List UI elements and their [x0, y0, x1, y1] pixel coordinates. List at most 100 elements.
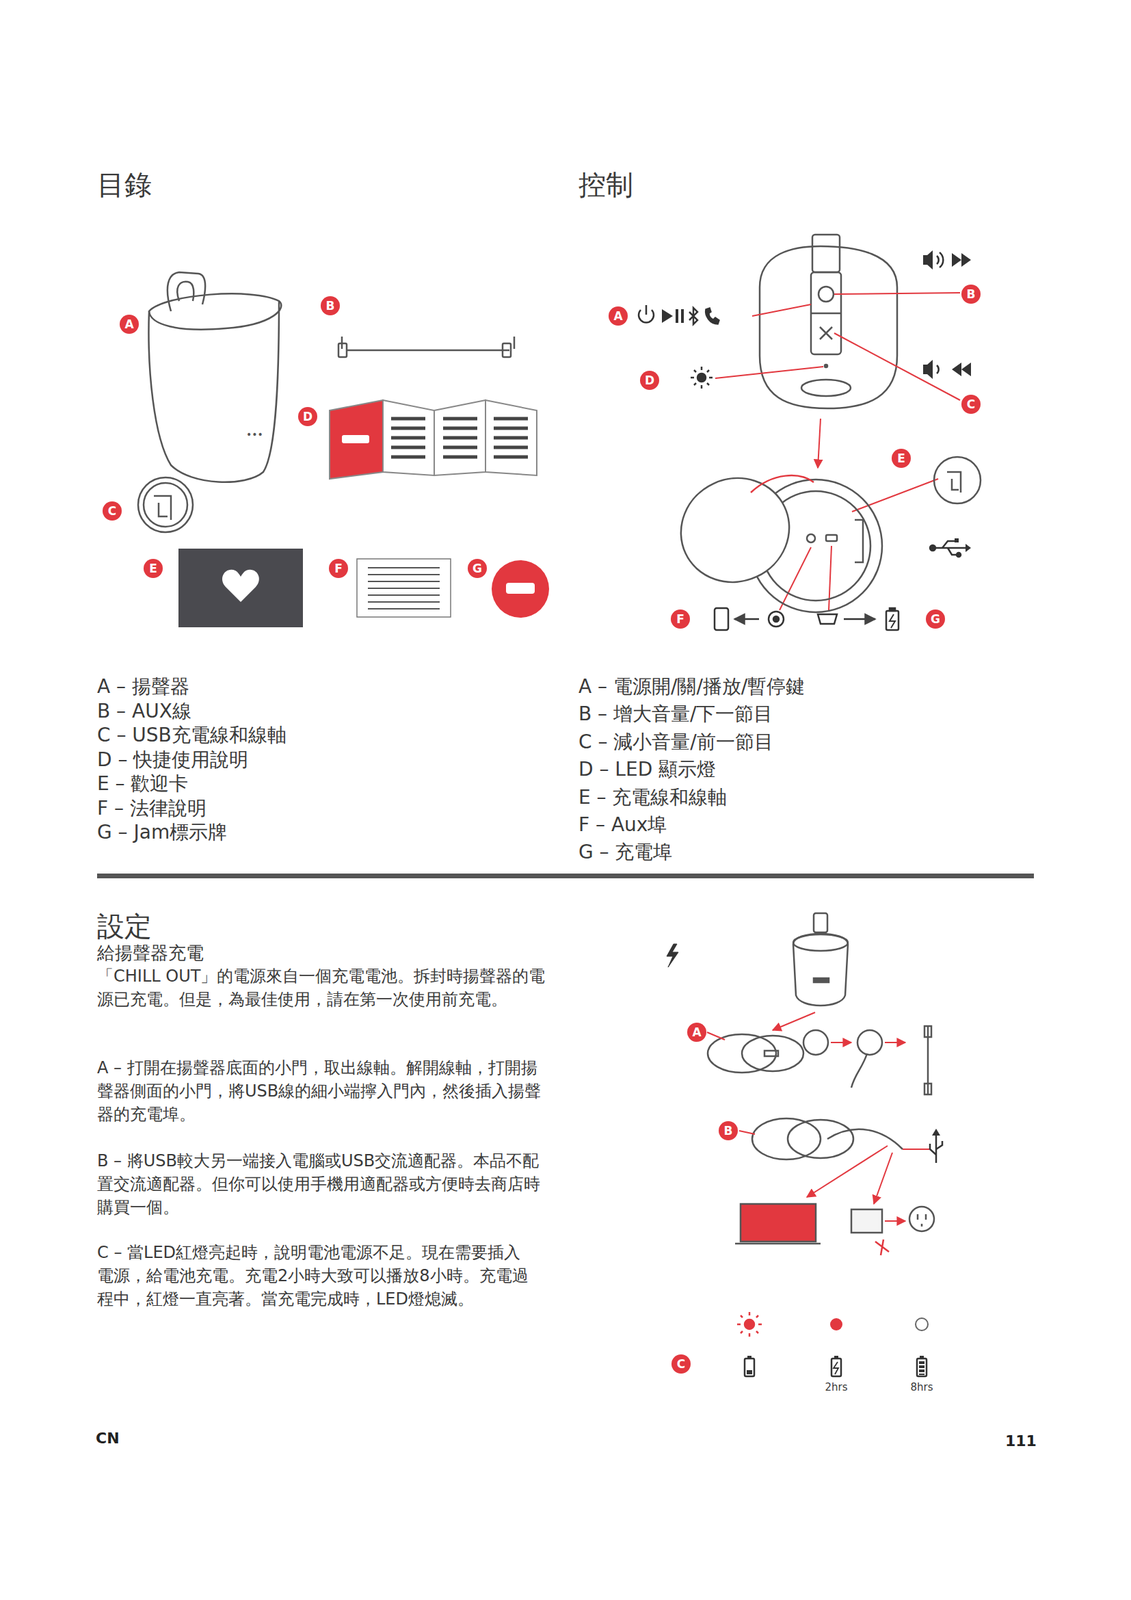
quick-guide [391, 455, 426, 459]
volume-down-icons [923, 359, 933, 379]
battery-icons [747, 1355, 752, 1359]
port-icons [843, 618, 876, 621]
callout-circle: C [671, 1353, 691, 1374]
page-number: 111 [1005, 1431, 1037, 1450]
quick-guide [341, 434, 370, 444]
body-text: A – 打開在揚聲器底面的小門，取出線軸。解開線軸，打開揚聲器側面的小門，將US… [97, 1055, 552, 1126]
charging-illustration [752, 1118, 821, 1160]
leader-lines [817, 418, 821, 468]
leader-lines [828, 545, 832, 610]
quick-guide [485, 400, 537, 476]
control-item: C – 減小音量/前一節目 [578, 730, 774, 754]
quick-guide [329, 400, 537, 479]
charging-illustration [666, 943, 679, 967]
led-icon [697, 373, 706, 382]
charging-illustration [740, 1203, 816, 1242]
section-heading: 目錄 [97, 168, 152, 202]
callout-circle: G [925, 609, 946, 629]
cord-reel [947, 471, 961, 493]
usb-symbol [929, 538, 971, 557]
contents-item: D – 快捷使用說明 [97, 748, 249, 772]
speaker-drawing [167, 272, 206, 312]
body-text: 「CHILL OUT」的電源來自一個充電電池。拆封時揚聲器的電源已充電。但是，為… [97, 964, 552, 1011]
contents-item: A – 揚聲器 [97, 674, 190, 699]
speaker-top-view [824, 364, 828, 368]
charging-arrows [884, 1219, 906, 1222]
battery-icons [919, 1364, 925, 1368]
charging-illustration [803, 1029, 829, 1055]
charging-illustration [924, 1083, 932, 1095]
quick-guide [382, 400, 435, 476]
led-icon [690, 366, 713, 389]
speaker-drawing [149, 293, 282, 329]
quick-guide [391, 418, 528, 457]
usb-symbol [956, 552, 961, 557]
contents-item: E – 歡迎卡 [97, 772, 189, 796]
led-states [737, 1311, 762, 1337]
leader-lines [779, 547, 811, 610]
logo-mark: ••• [246, 428, 264, 440]
port-icons [768, 611, 784, 627]
usb-symbol [942, 540, 958, 555]
legal-document [367, 566, 440, 569]
usb-symbol [929, 1140, 943, 1155]
charging-arrows [902, 1148, 930, 1150]
duration-label: 8hrs [910, 1380, 933, 1393]
speaker-bottom-view [663, 460, 883, 612]
body-text: C – 當LED紅燈亮起時，說明電池電源不足。現在需要插入電源，給電池充電。充電… [97, 1240, 535, 1311]
port-icons [714, 607, 899, 630]
sub-heading: 給揚聲器充電 [97, 942, 204, 964]
speaker-bottom-view [854, 519, 863, 563]
charging-arrows [884, 1041, 906, 1043]
speaker-top-view [812, 234, 840, 273]
cord-reel [143, 482, 188, 527]
cord-reel [934, 456, 981, 504]
callout-letter: A [613, 310, 623, 323]
speaker-bottom-view [750, 475, 814, 493]
battery-icons [744, 1355, 927, 1376]
legal-document [367, 567, 440, 609]
charging-illustration [917, 1213, 926, 1227]
contents-item: G – Jam標示牌 [97, 820, 228, 844]
port-icons [773, 616, 779, 622]
button-a-icons [661, 309, 673, 323]
quick-guide [443, 426, 478, 431]
volume-down-icons [936, 365, 939, 374]
battery-icons [746, 1369, 753, 1374]
battery-icons [744, 1358, 755, 1376]
callout-letter: A [124, 318, 134, 331]
charging-illustration [793, 934, 848, 951]
led-icon [690, 366, 713, 389]
charging-illustration [875, 1239, 889, 1255]
port-icons [817, 614, 837, 624]
charging-illustration [857, 1029, 883, 1055]
charging-arrows [830, 1041, 852, 1043]
led-states [744, 1319, 755, 1329]
callout-circle: C [961, 394, 981, 414]
callout-circle: A [119, 314, 139, 334]
charging-illustration [764, 1050, 779, 1056]
charging-illustration [851, 1053, 868, 1088]
aux-cable [338, 343, 347, 357]
quick-guide [434, 400, 486, 476]
port-icons [734, 618, 760, 621]
leader-lines [834, 333, 961, 401]
control-item: G – 充電埠 [578, 840, 673, 864]
leader-lines [834, 292, 961, 295]
speaker-top-view [759, 246, 898, 409]
callout-circle: D [298, 406, 318, 427]
charging-illustration [741, 1035, 804, 1071]
battery-icons [916, 1358, 927, 1376]
charging-illustration [793, 933, 848, 1006]
usb-symbol [929, 544, 936, 551]
speaker-top-view [818, 286, 834, 302]
usb-symbol [954, 538, 959, 543]
charging-illustration [813, 977, 829, 982]
button-a-icons [675, 309, 679, 323]
callout-letter: B [326, 300, 336, 312]
charging-illustration [909, 1206, 935, 1231]
legal-document [356, 558, 451, 617]
battery-icons [919, 1360, 925, 1375]
callout-circle: D [640, 370, 660, 390]
aux-cable [338, 336, 515, 357]
